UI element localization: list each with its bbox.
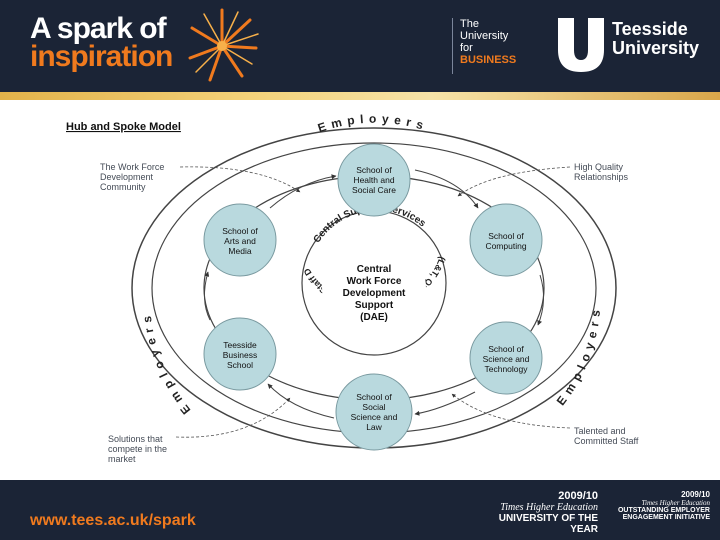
- spoke-node-social-science: School of Social Science and Law: [335, 373, 413, 451]
- spoke-computing-line-2: Computing: [485, 241, 526, 251]
- gold-stripe: [0, 92, 720, 100]
- award1-year: 2009/10: [558, 490, 598, 502]
- annotation-bl-line-1: Solutions that: [108, 434, 163, 444]
- spoke-health-line-1: School of: [356, 165, 392, 175]
- annotation-tl-line-3: Community: [100, 182, 146, 192]
- annotation-br-line-2: Committed Staff: [574, 436, 639, 446]
- spoke-social-line-3: Science and: [351, 412, 398, 422]
- teesside-u-logo-icon: [558, 18, 604, 72]
- annotation-bl-line-2: compete in the: [108, 444, 168, 454]
- spark-icon: [188, 8, 259, 82]
- spoke-science-line-3: Technology: [484, 364, 528, 374]
- ufb-line-3: for: [460, 42, 473, 54]
- annotation-tr-line-1: High Quality: [574, 162, 624, 172]
- annotation-tr-line-2: Relationships: [574, 172, 629, 182]
- award2-publisher: Times Higher Education: [641, 499, 710, 507]
- employers-label-top: E m p l o y e r s: [316, 112, 426, 135]
- spoke-business-line-2: Business: [223, 350, 258, 360]
- university-for-business-logo: The University for BUSINESS: [452, 18, 526, 74]
- hub-line-4: Support: [355, 300, 394, 311]
- spark-url-link[interactable]: www.tees.ac.uk/spark: [30, 512, 196, 529]
- university-name-line-1: Teesside: [612, 19, 688, 39]
- spoke-node-computing: School of Computing: [469, 203, 543, 277]
- spoke-science-line-1: School of: [488, 344, 524, 354]
- university-name-line-2: University: [612, 38, 700, 58]
- spoke-business-line-1: Teesside: [223, 340, 257, 350]
- annotation-solutions: Solutions that compete in the market: [108, 434, 167, 464]
- spoke-social-line-2: Social: [362, 402, 385, 412]
- hub-line-1: Central: [357, 264, 392, 275]
- spoke-arts-line-1: School of: [222, 226, 258, 236]
- annotation-talented-staff: Talented and Committed Staff: [574, 426, 638, 446]
- spoke-arts-line-2: Arts and: [224, 236, 256, 246]
- annotation-workforce-community: The Work Force Development Community: [100, 162, 164, 192]
- award2-title-line-2: ENGAGEMENT INITIATIVE: [622, 514, 710, 521]
- spoke-node-science: School of Science and Technology: [469, 321, 543, 395]
- spoke-computing-line-1: School of: [488, 231, 524, 241]
- award2-title-line-1: OUTSTANDING EMPLOYER: [617, 507, 710, 514]
- ufb-line-1: The: [460, 18, 479, 30]
- spoke-node-arts: School of Arts and Media: [203, 203, 277, 277]
- spoke-node-health: School of Health and Social Care: [337, 143, 411, 217]
- spoke-health-line-2: Health and: [353, 175, 394, 185]
- award-university-of-the-year: 2009/10 Times Higher Education UNIVERSIT…: [488, 490, 598, 535]
- ufb-line-2: University: [460, 30, 509, 42]
- hub-line-5: (DAE): [360, 312, 388, 323]
- footer-banner: [0, 480, 720, 540]
- award1-publisher: Times Higher Education: [500, 502, 598, 513]
- hub-line-3: Development: [343, 288, 406, 299]
- employers-label-right: E m p l o y e r s: [554, 308, 603, 408]
- annotation-tl-line-2: Development: [100, 172, 154, 182]
- hub-and-spoke-diagram: Hub and Spoke Model E m p l o y e r s E …: [0, 100, 617, 451]
- award1-title: UNIVERSITY OF THE YEAR: [498, 513, 598, 535]
- spoke-science-line-2: Science and: [483, 354, 530, 364]
- hub-node: Central Work Force Development Support (…: [322, 236, 426, 340]
- university-name: Teesside University: [612, 20, 699, 58]
- award2-year: 2009/10: [681, 490, 710, 499]
- slogan-line-2: inspiration: [30, 40, 173, 73]
- annotation-br-line-1: Talented and: [574, 426, 626, 436]
- hub-line-2: Work Force: [347, 276, 402, 287]
- spoke-node-business: Teesside Business School: [203, 317, 277, 391]
- spoke-social-line-4: Law: [366, 422, 382, 432]
- spoke-arts-line-3: Media: [228, 246, 251, 256]
- employers-label-left: E m p l o y e r s: [140, 314, 193, 417]
- spoke-social-line-1: School of: [356, 392, 392, 402]
- ufb-line-4: BUSINESS: [460, 54, 517, 66]
- slogan-line-1: A spark of: [30, 12, 167, 45]
- diagram-title: Hub and Spoke Model: [66, 121, 181, 133]
- award-employer-engagement: 2009/10 Times Higher Education OUTSTANDI…: [606, 490, 710, 521]
- annotation-tl-line-1: The Work Force: [100, 162, 165, 172]
- spoke-health-line-3: Social Care: [352, 185, 396, 195]
- annotation-bl-line-3: market: [108, 454, 136, 464]
- annotation-high-quality: High Quality Relationships: [574, 162, 628, 182]
- spoke-business-line-3: School: [227, 360, 253, 370]
